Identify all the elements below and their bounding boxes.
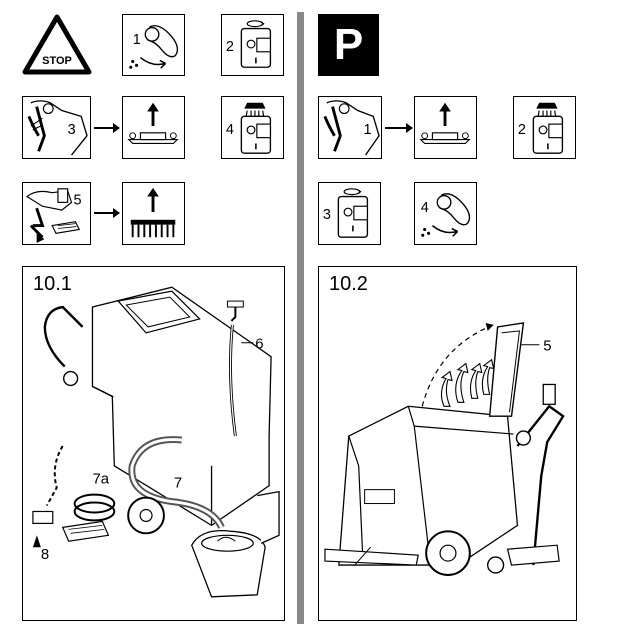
- arrow-5-to-brush: [94, 208, 120, 218]
- step-4-rinse-tile: 4: [221, 96, 284, 159]
- right-step-2-number: 2: [518, 122, 526, 138]
- arrow-right-1-to-squeegee: [385, 123, 413, 133]
- open-lid-illustration: 5: [324, 322, 565, 576]
- step-5-pedal-tile: 5: [22, 182, 91, 245]
- right-step-3-number: 3: [323, 207, 331, 223]
- right-step-4-number: 4: [421, 200, 429, 216]
- step-2-tank-tile: 2: [221, 14, 284, 76]
- panel-10-1: 6 7 7a 8 10.1: [22, 266, 285, 621]
- tank-drain-icon: 2: [226, 20, 272, 68]
- stop-label: STOP: [42, 55, 72, 67]
- step-4-number: 4: [226, 122, 234, 138]
- panel-10-2: 5 10.2: [318, 266, 577, 621]
- shower-rinse-icon: 2: [518, 102, 564, 154]
- step-1-number: 1: [133, 32, 141, 48]
- callout-6: 6: [255, 337, 263, 353]
- lever-icon: 1: [129, 25, 179, 69]
- step-1-lever-tile: 1: [122, 14, 185, 76]
- shower-rinse-icon: 4: [226, 102, 272, 154]
- step-2-number: 2: [226, 39, 234, 55]
- squeegee-lift-icon: [419, 102, 471, 145]
- handle-hose-icon: 3: [27, 100, 88, 156]
- squeegee-lift-icon: [127, 102, 179, 145]
- tank-drain-icon: 3: [323, 188, 369, 238]
- panel-10-2-title: 10.2: [329, 273, 368, 295]
- right-step-2-rinse-tile: 2: [513, 96, 576, 159]
- panel-10-1-title: 10.1: [33, 273, 72, 295]
- callout-7a: 7a: [92, 472, 109, 488]
- column-divider: [297, 12, 304, 624]
- right-step-1-handle-tile: 1: [318, 96, 382, 159]
- right-step-4-lever-tile: 4: [414, 182, 477, 245]
- handle-hose-icon: 1: [323, 100, 380, 156]
- callout-5: 5: [543, 339, 551, 355]
- parking-icon: P: [318, 14, 379, 76]
- squeegee-lift-tile: [122, 96, 185, 159]
- right-step-1-number: 1: [364, 122, 372, 138]
- pedal-icon: 5: [25, 188, 82, 244]
- brush-lift-tile: [122, 182, 185, 245]
- right-squeegee-lift-tile: [414, 96, 477, 159]
- step-3-number: 3: [68, 122, 76, 138]
- step-3-handle-tile: 3: [22, 96, 91, 159]
- arrow-3-to-squeegee: [94, 123, 120, 133]
- brush-lift-icon: [130, 187, 176, 238]
- step-5-number: 5: [73, 192, 81, 208]
- drain-tank-illustration: 6 7 7a 8: [32, 286, 280, 598]
- right-step-3-tank-tile: 3: [318, 182, 381, 245]
- callout-8: 8: [41, 547, 49, 563]
- lever-icon: 4: [421, 193, 471, 237]
- stop-sign-icon: STOP: [22, 14, 92, 76]
- callout-7: 7: [174, 476, 182, 492]
